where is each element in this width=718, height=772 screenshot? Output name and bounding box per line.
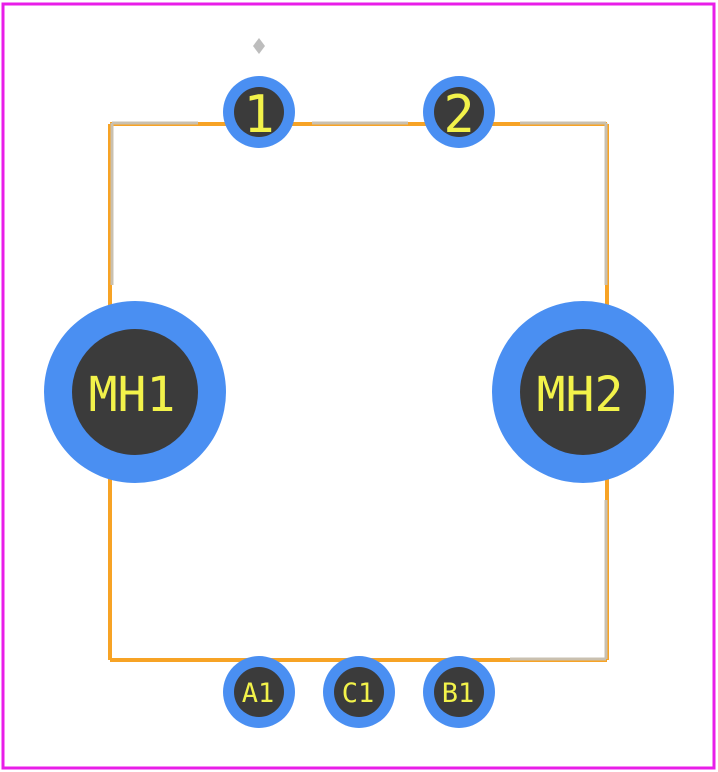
pad-mh1[interactable]: MH1 xyxy=(44,301,226,483)
pin1-marker-icon xyxy=(253,38,265,54)
pad-b1-label: B1 xyxy=(442,678,475,709)
pad-mh1-label: MH1 xyxy=(89,367,176,423)
pad-c1[interactable]: C1 xyxy=(323,656,395,728)
pad-pin2-label: 2 xyxy=(443,85,474,145)
pad-pin2[interactable]: 2 xyxy=(423,76,495,148)
pad-pin1[interactable]: 1 xyxy=(223,76,295,148)
pad-pin1-label: 1 xyxy=(243,85,274,145)
silkscreen-outline xyxy=(110,121,608,661)
pad-mh2-label: MH2 xyxy=(537,367,624,423)
pad-a1-label: A1 xyxy=(242,678,275,709)
pad-mh2[interactable]: MH2 xyxy=(492,301,674,483)
pad-c1-label: C1 xyxy=(342,678,375,709)
pad-a1[interactable]: A1 xyxy=(223,656,295,728)
pad-b1[interactable]: B1 xyxy=(423,656,495,728)
